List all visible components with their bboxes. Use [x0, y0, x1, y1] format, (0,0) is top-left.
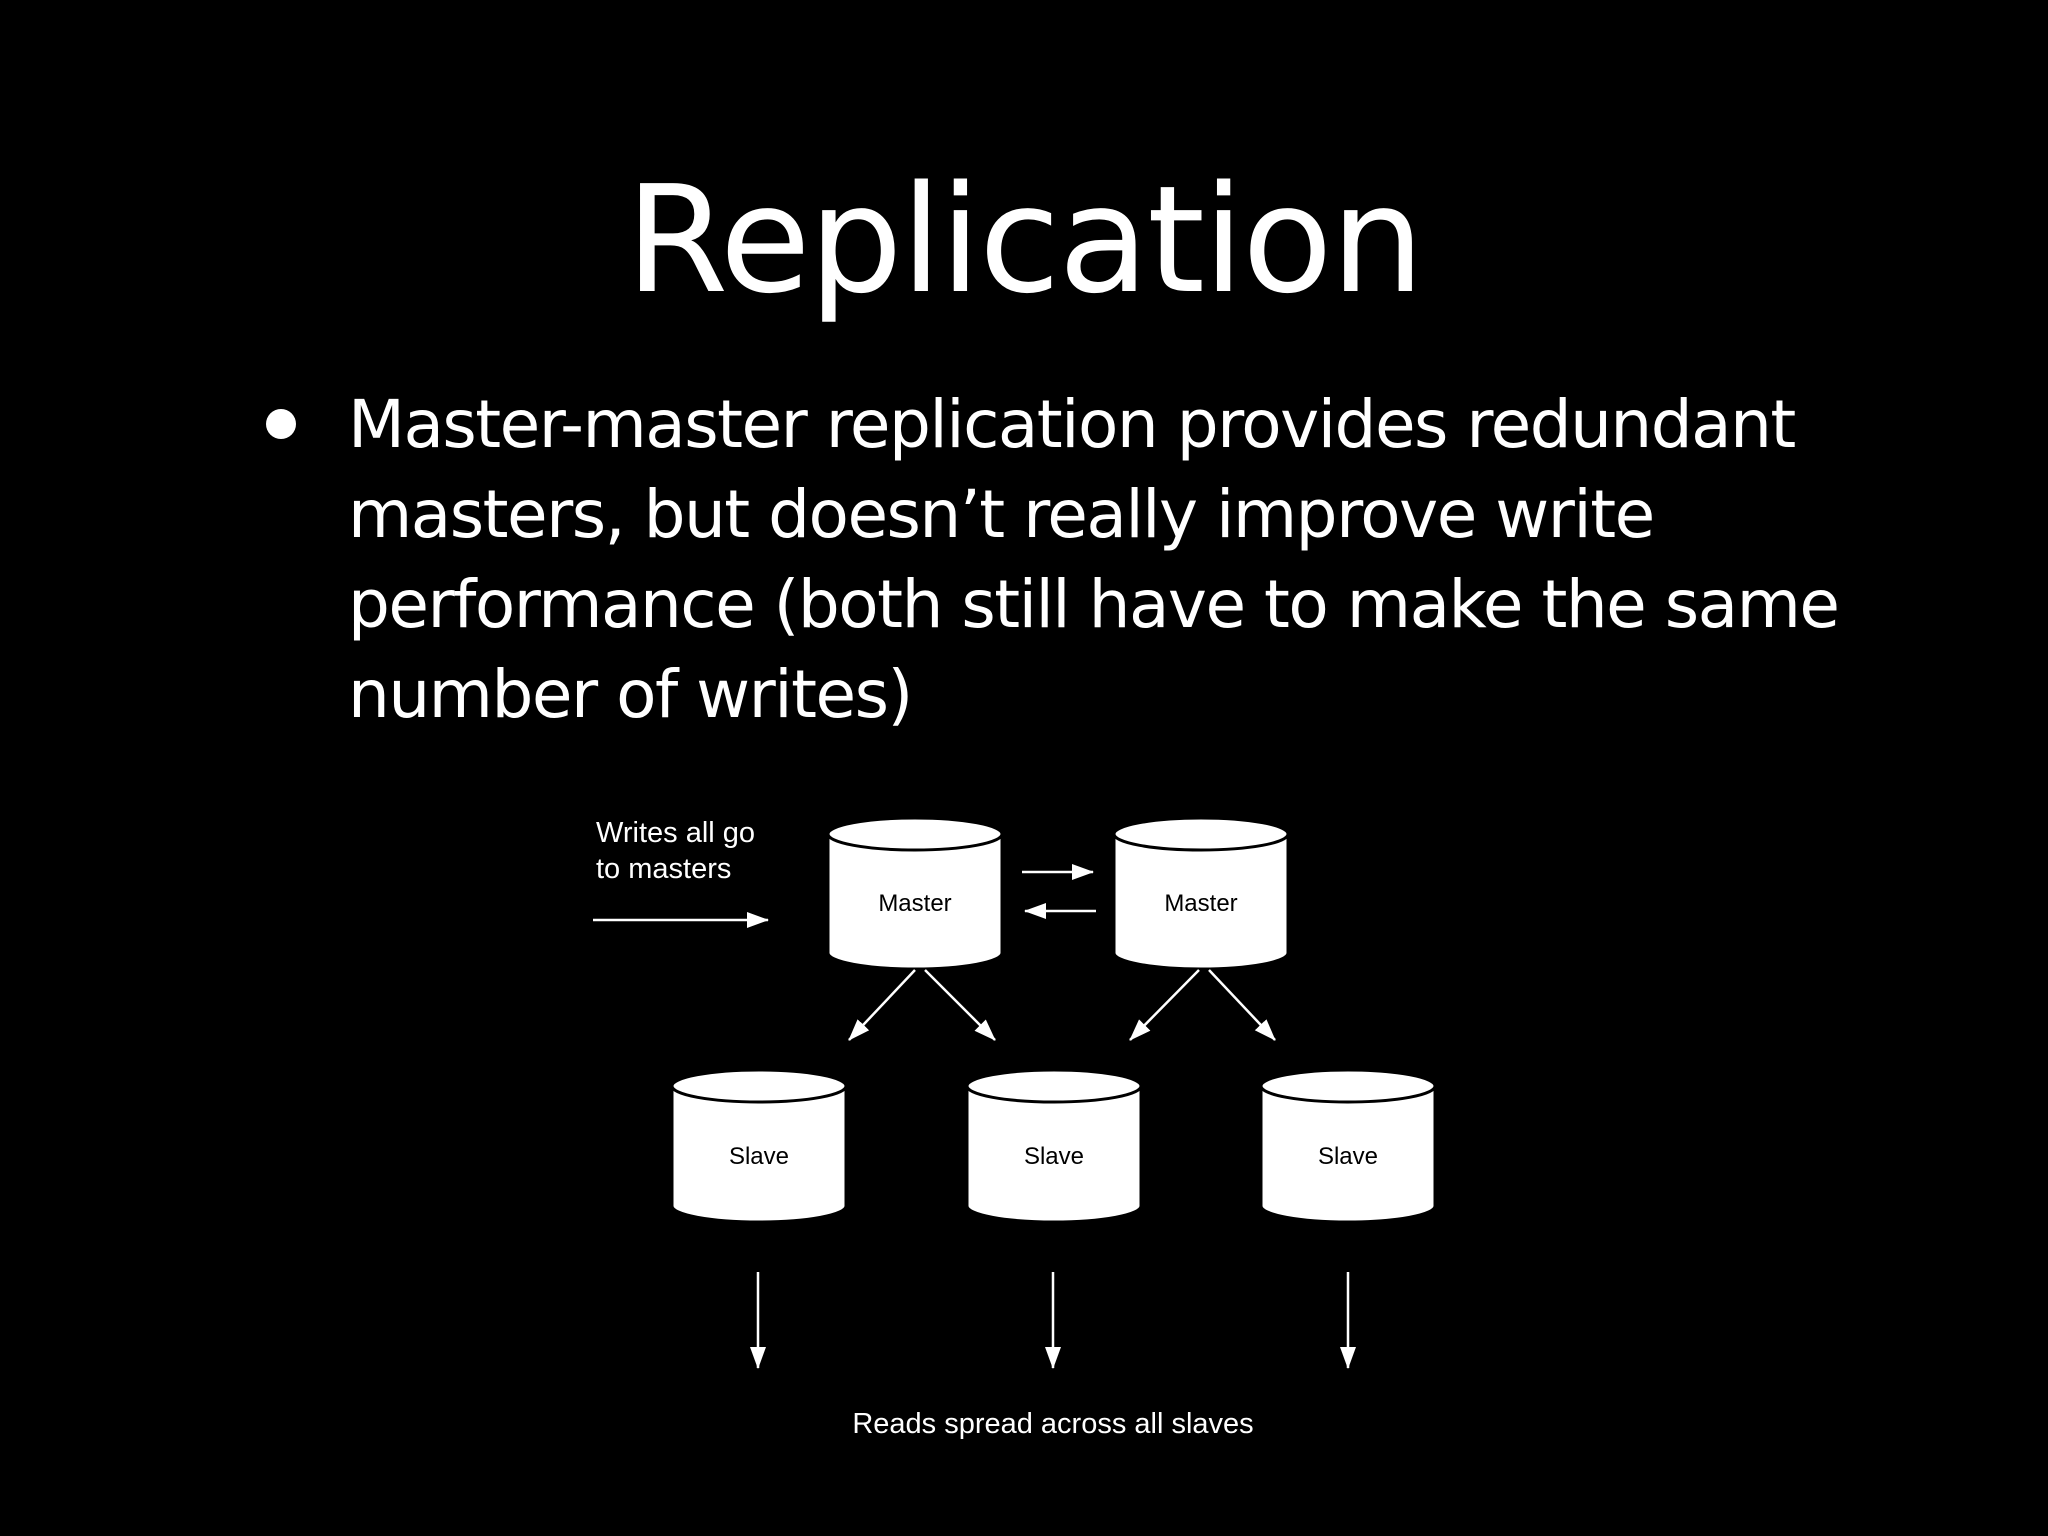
slave-label-3: Slave [1318, 1143, 1378, 1170]
master1-to-slave1-arrow [848, 969, 916, 1041]
bullet-text: Master-master replication provides redun… [348, 386, 1840, 733]
slave-cylinder-1: Slave [670, 1068, 848, 1224]
bullet-point-icon [266, 409, 296, 439]
slave-label-1: Slave [729, 1143, 789, 1170]
writes-label-line2: to masters [596, 853, 731, 885]
master-cylinder-2: Master [1112, 816, 1290, 971]
writes-label-line1: Writes all go [596, 817, 755, 849]
master2-to-slave2-arrow [1129, 969, 1200, 1041]
master1-to-slave2-arrow [924, 969, 996, 1041]
reads-label: Reads spread across all slaves [852, 1408, 1253, 1440]
slave-cylinder-2: Slave [965, 1068, 1143, 1224]
slave-label-2: Slave [1024, 1143, 1084, 1170]
master2-to-slave3-arrow [1208, 969, 1276, 1041]
master-label-2: Master [1164, 890, 1237, 917]
slide-title: Replication [625, 154, 1425, 326]
master-label-1: Master [878, 890, 951, 917]
slave-cylinder-3: Slave [1259, 1068, 1437, 1224]
master-cylinder-1: Master [826, 816, 1004, 971]
